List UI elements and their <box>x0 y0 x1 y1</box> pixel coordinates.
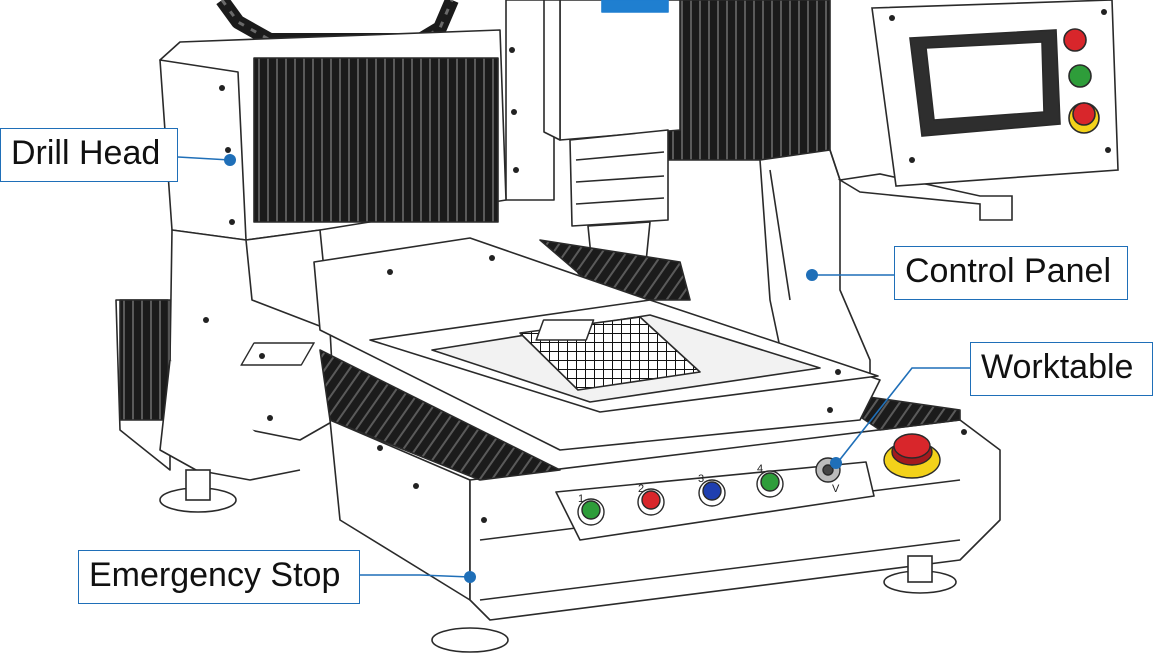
drill-head-label-text: Drill Head <box>11 134 161 172</box>
control-panel-icon <box>837 0 1119 221</box>
worktable-icon <box>240 237 881 451</box>
blue-button-icon <box>702 481 722 501</box>
button-number: 4 <box>757 463 763 475</box>
button-number: 2 <box>638 483 644 495</box>
control-panel-label-text: Control Panel <box>905 252 1112 290</box>
worktable-label: Worktable <box>970 342 1153 396</box>
drill-head-label: Drill Head <box>0 128 178 182</box>
control-panel-label: Control Panel <box>894 246 1128 300</box>
worktable-label-text: Worktable <box>981 348 1134 386</box>
button-numbers: 1 2 3 4 V <box>578 463 840 505</box>
button-number: 3 <box>698 473 704 485</box>
green-button-icon <box>581 500 601 520</box>
callout-leaders <box>177 154 970 583</box>
emergency-stop-label-text: Emergency Stop <box>89 556 341 594</box>
emergency-stop-label: Emergency Stop <box>78 550 360 604</box>
button-number: 1 <box>578 493 584 505</box>
key-mark: V <box>832 483 840 495</box>
green-button-icon <box>760 472 780 492</box>
button-panel <box>577 457 841 526</box>
emergency-stop-icon <box>883 433 941 479</box>
red-button-icon <box>641 490 661 510</box>
